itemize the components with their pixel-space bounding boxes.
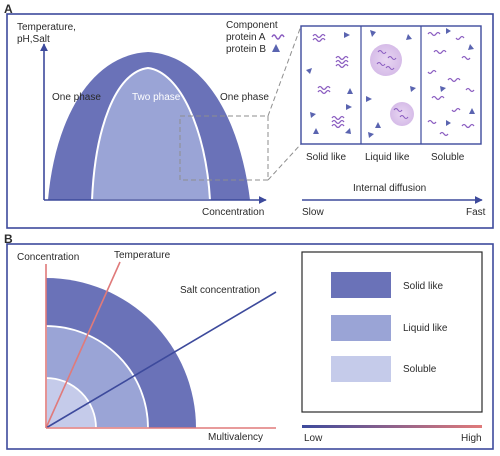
soluble-cell	[427, 28, 475, 137]
liquid-triangles	[366, 30, 416, 138]
region-one-phase-right: One phase	[220, 92, 269, 103]
panel-a-y-label-2: pH,Salt	[17, 34, 50, 45]
scale-gradient-bar	[302, 425, 482, 428]
legend-swatch-soluble	[331, 356, 391, 382]
scale-low: Low	[304, 433, 323, 444]
ray-temperature	[45, 261, 121, 429]
panel-a-frame	[6, 13, 494, 229]
state-label-liquid: Liquid like	[365, 152, 410, 163]
droplet-squiggles	[376, 49, 409, 120]
legend-label-soluble: Soluble	[403, 364, 437, 375]
solid-like-cell	[306, 32, 353, 134]
legend-swatch-solid	[331, 272, 391, 298]
droplet-large	[370, 44, 402, 76]
legend-box	[301, 251, 483, 413]
diffusion-label: Internal diffusion	[353, 183, 426, 194]
scale-high: High	[461, 433, 482, 444]
ray-salt-label: Salt concentration	[180, 285, 260, 296]
region-two-phase: Two phase	[132, 92, 181, 103]
legend-component-label: Component	[226, 20, 278, 31]
state-label-solid: Solid like	[306, 152, 346, 163]
ray-salt	[45, 291, 277, 429]
protein-a-icon	[271, 34, 285, 40]
legend-protein-a-label: protein A	[226, 32, 266, 43]
legend-swatch-liquid	[331, 315, 391, 341]
state-panel	[300, 25, 482, 145]
panel-b-frame	[6, 243, 494, 450]
droplet-small	[390, 102, 414, 126]
panel-a-x-label: Concentration	[202, 207, 264, 218]
phase-diagram	[48, 52, 250, 201]
protein-b-icon	[272, 44, 280, 52]
zoom-box	[179, 115, 269, 181]
diffusion-slow: Slow	[302, 207, 324, 218]
panel-a-letter: A	[4, 2, 13, 16]
panel-b-x-label: Multivalency	[208, 432, 263, 443]
panel-a-y-label-1: Temperature,	[17, 22, 76, 33]
zoom-guide-bottom	[267, 143, 302, 181]
zoom-guide-top	[267, 25, 302, 117]
protein-a-squiggles	[312, 33, 349, 129]
soluble-triangles	[440, 28, 475, 126]
state-label-soluble: Soluble	[431, 152, 465, 163]
legend-protein-b-label: protein B	[226, 44, 266, 55]
state-map	[45, 278, 196, 429]
band-soluble	[45, 377, 97, 429]
liquid-like-cell	[366, 30, 416, 138]
region-one-phase-left: One phase	[52, 92, 101, 103]
legend-label-solid: Solid like	[403, 281, 443, 292]
protein-b-triangles	[306, 32, 353, 134]
panel-b-letter: B	[4, 232, 13, 246]
ray-temperature-label: Temperature	[114, 250, 171, 261]
panel-b-y-label: Concentration	[17, 252, 79, 263]
legend-label-liquid: Liquid like	[403, 323, 448, 334]
diffusion-fast: Fast	[466, 207, 486, 218]
soluble-squiggles	[427, 31, 475, 137]
